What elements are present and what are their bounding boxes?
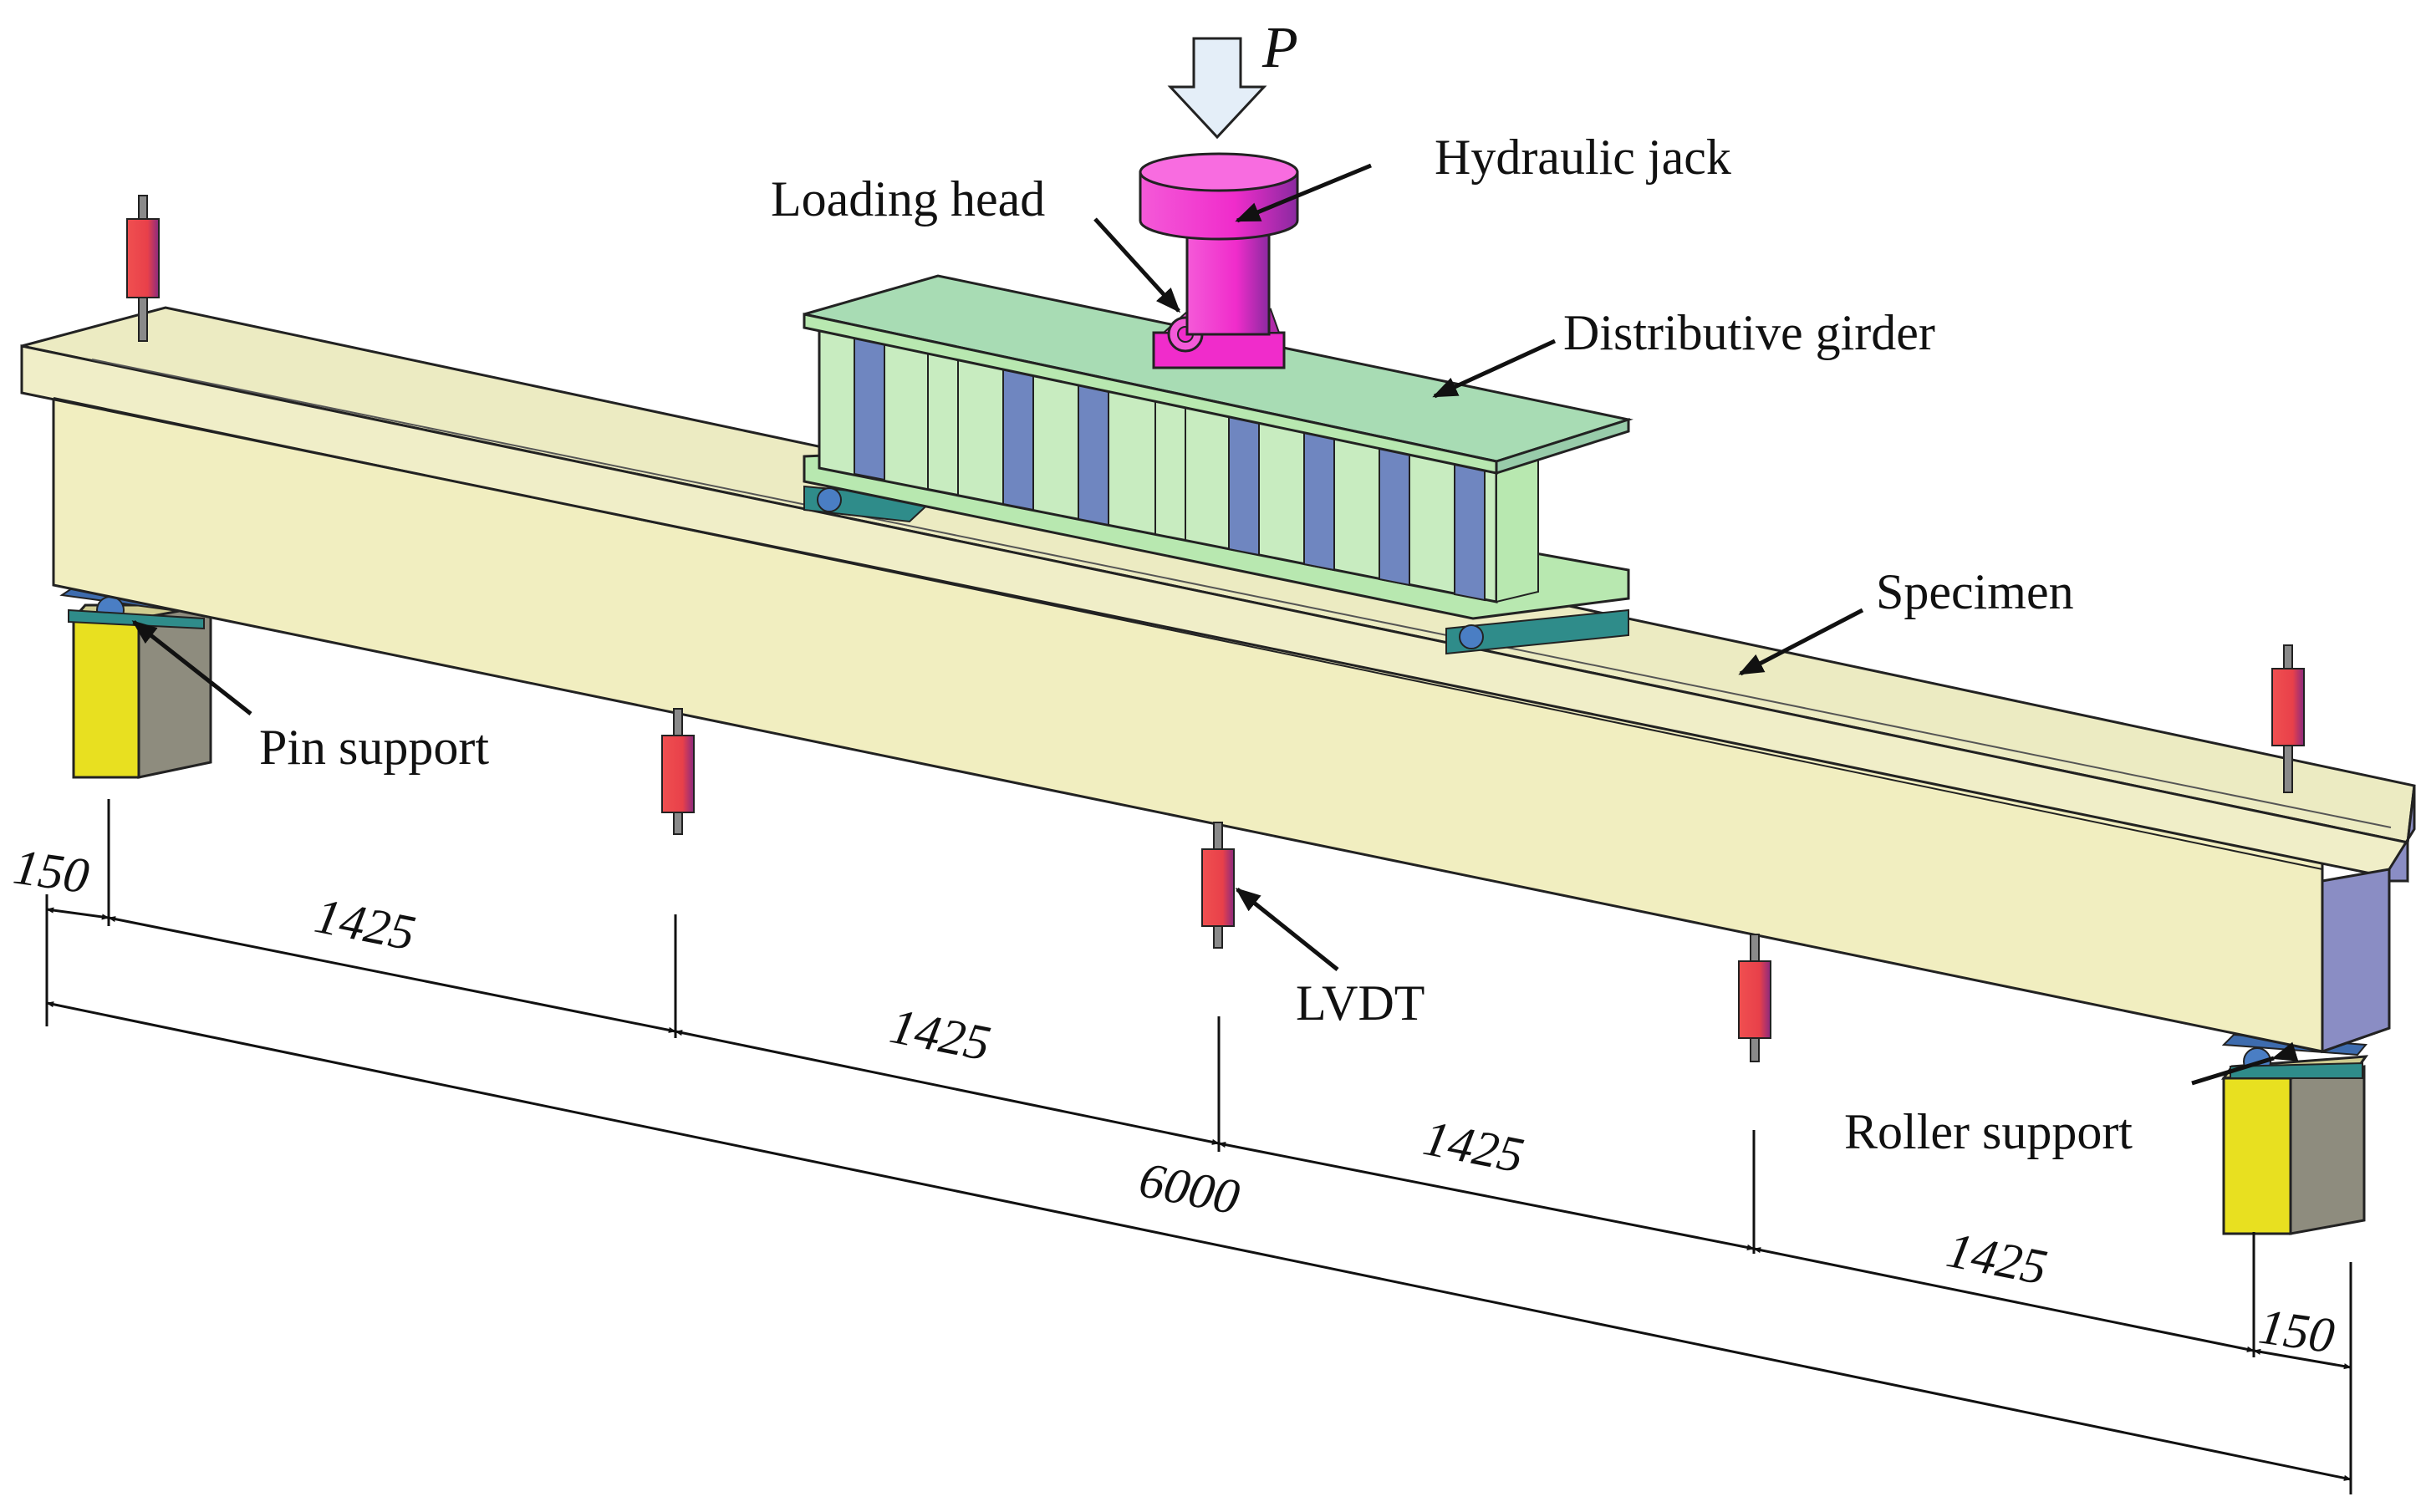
lvdt-bottom-2 [1201,822,1235,949]
dim-seg4: 1425 [1943,1222,2051,1296]
label-lvdt: LVDT [1296,975,1425,1031]
pin-support-block [70,603,214,779]
dim-total: 6000 [1135,1152,1244,1225]
label-specimen: Specimen [1876,564,2074,619]
hydraulic-jack [1139,152,1299,336]
label-roller-support: Roller support [1844,1104,2133,1159]
label-hydraulic-jack: Hydraulic jack [1435,130,1731,185]
girder-bearing-right [1445,608,1629,655]
dim-seg1: 1425 [311,888,420,961]
specimen-beam [20,306,2416,1054]
load-arrow [1167,37,1267,140]
dim-seg3: 1425 [1419,1110,1528,1184]
label-distributive-girder: Distributive girder [1563,305,1935,360]
lvdt-bottom-1 [661,708,695,835]
roller-support-block [2220,1055,2369,1235]
dim-seg2: 1425 [886,998,995,1072]
load-label: P [1261,16,1298,80]
dimension-lines [46,907,2352,1481]
dim-overhang-right: 150 [2255,1299,2337,1364]
label-pin-support: Pin support [259,720,489,775]
dim-overhang-left: 150 [10,839,92,904]
lvdt-top-left [126,195,160,342]
lvdt-bottom-3 [1738,934,1771,1062]
lvdt-top-right [2271,644,2305,793]
label-loading-head: Loading head [771,171,1045,227]
